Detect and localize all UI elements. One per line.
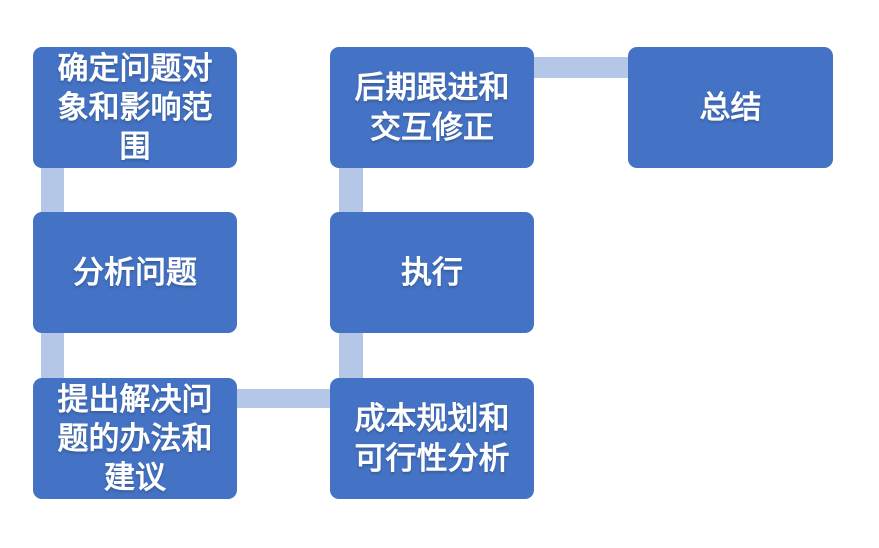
connector-analyze-to-propose	[41, 330, 64, 381]
node-summary: 总结	[628, 47, 833, 168]
node-define-problem-and-scope: 确定问题对象和影响范围	[33, 47, 237, 168]
node-follow-up-correction: 后期跟进和交互修正	[330, 47, 534, 168]
connector-define-to-analyze	[41, 165, 64, 215]
node-propose-solutions: 提出解决问题的办法和建议	[33, 378, 237, 499]
connector-propose-to-cost	[236, 389, 331, 408]
node-analyze-problem: 分析问题	[33, 212, 237, 333]
node-execute: 执行	[330, 212, 534, 333]
connector-cost-to-execute	[339, 330, 363, 380]
node-cost-planning-feasibility: 成本规划和可行性分析	[330, 378, 534, 499]
connector-execute-to-followup	[339, 165, 363, 216]
connector-followup-to-summary	[534, 57, 629, 78]
